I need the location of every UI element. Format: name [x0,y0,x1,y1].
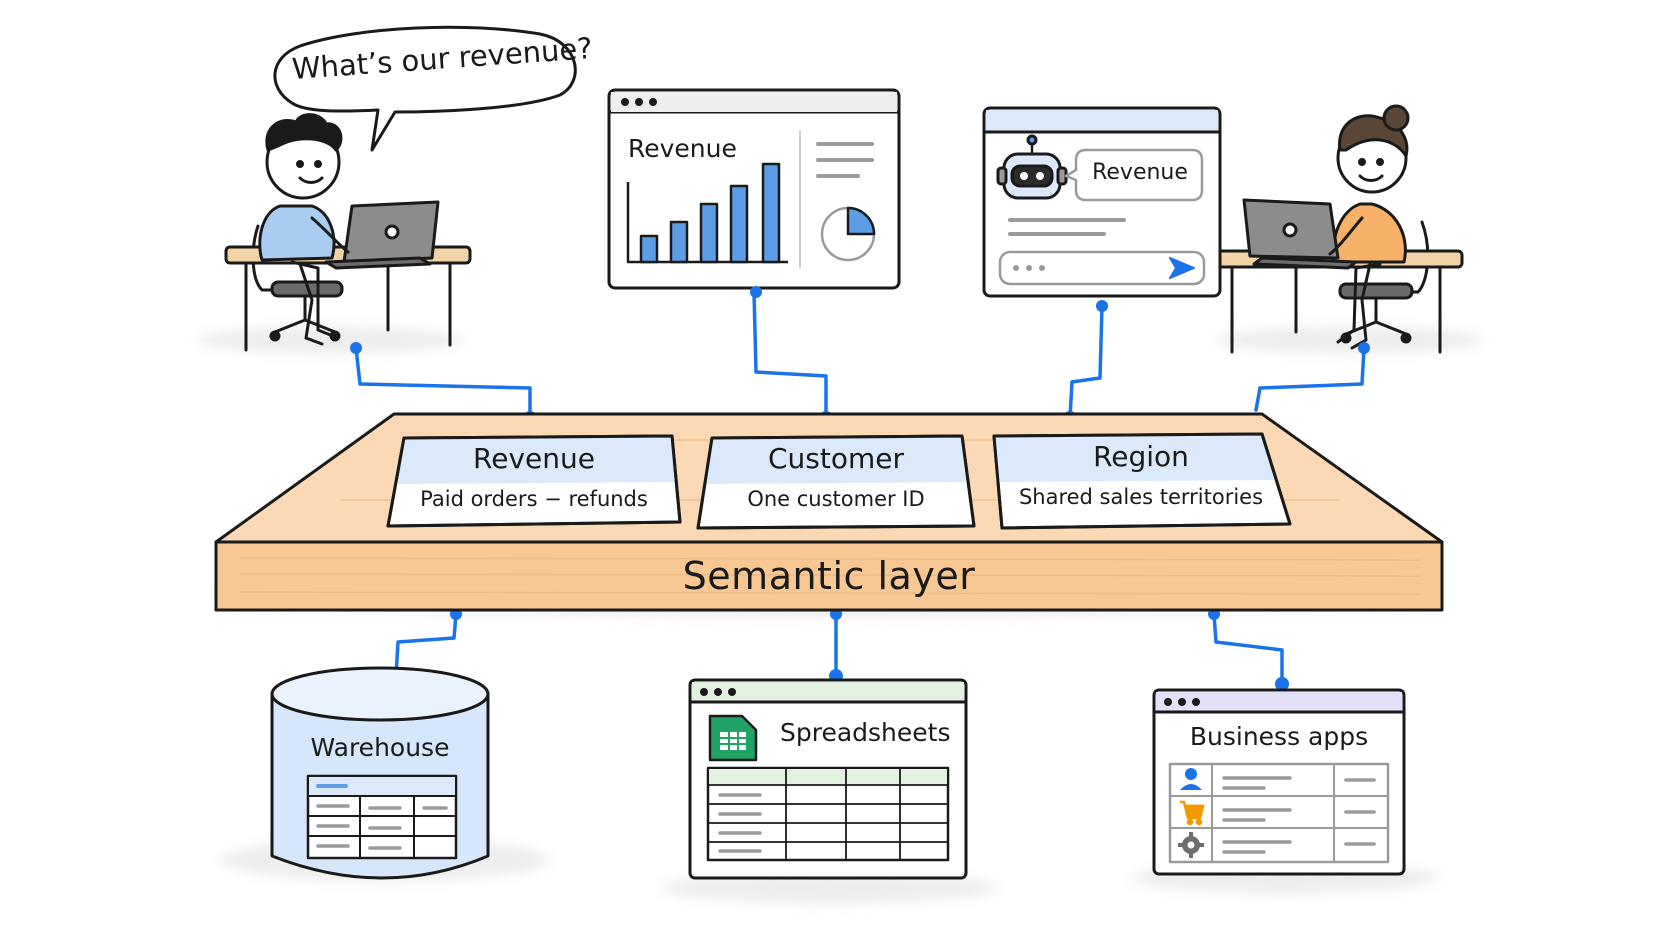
dashboard-window [607,88,901,290]
business-apps-window [1152,688,1406,876]
sheets-app-icon [708,714,758,762]
spreadsheets-label: Spreadsheets [780,718,951,747]
connectors [354,290,1366,686]
person-left [224,25,577,352]
semantic-card-customer: Customer One customer ID [702,442,970,514]
speech-bubble [273,25,577,152]
warehouse-label: Warehouse [310,733,450,762]
person-right [1210,104,1464,354]
cart-icon [1180,800,1205,826]
spreadsheets-window [688,678,968,880]
send-icon [1169,257,1195,279]
semantic-layer-label: Semantic layer [682,554,976,598]
robot-icon [996,134,1068,200]
chat-window [982,106,1222,298]
semantic-card-revenue: Revenue Paid orders − refunds [392,442,676,514]
gear-icon [1178,832,1204,858]
semantic-cards [386,432,1292,530]
user-icon [1180,768,1202,790]
card-description: Shared sales territories [1018,485,1264,509]
card-description: Paid orders − refunds [420,487,648,511]
card-title: Revenue [473,442,595,475]
warehouse-cylinder [270,666,490,880]
chat-message-bubble [1064,148,1204,202]
semantic-card-region: Region Shared sales territories [996,440,1286,512]
business-apps-label: Business apps [1189,722,1369,751]
card-description: One customer ID [747,487,925,511]
card-title: Customer [767,442,904,475]
chat-message-text: Revenue [1092,160,1188,185]
card-title: Region [1093,440,1189,473]
dashboard-title: Revenue [628,134,737,163]
